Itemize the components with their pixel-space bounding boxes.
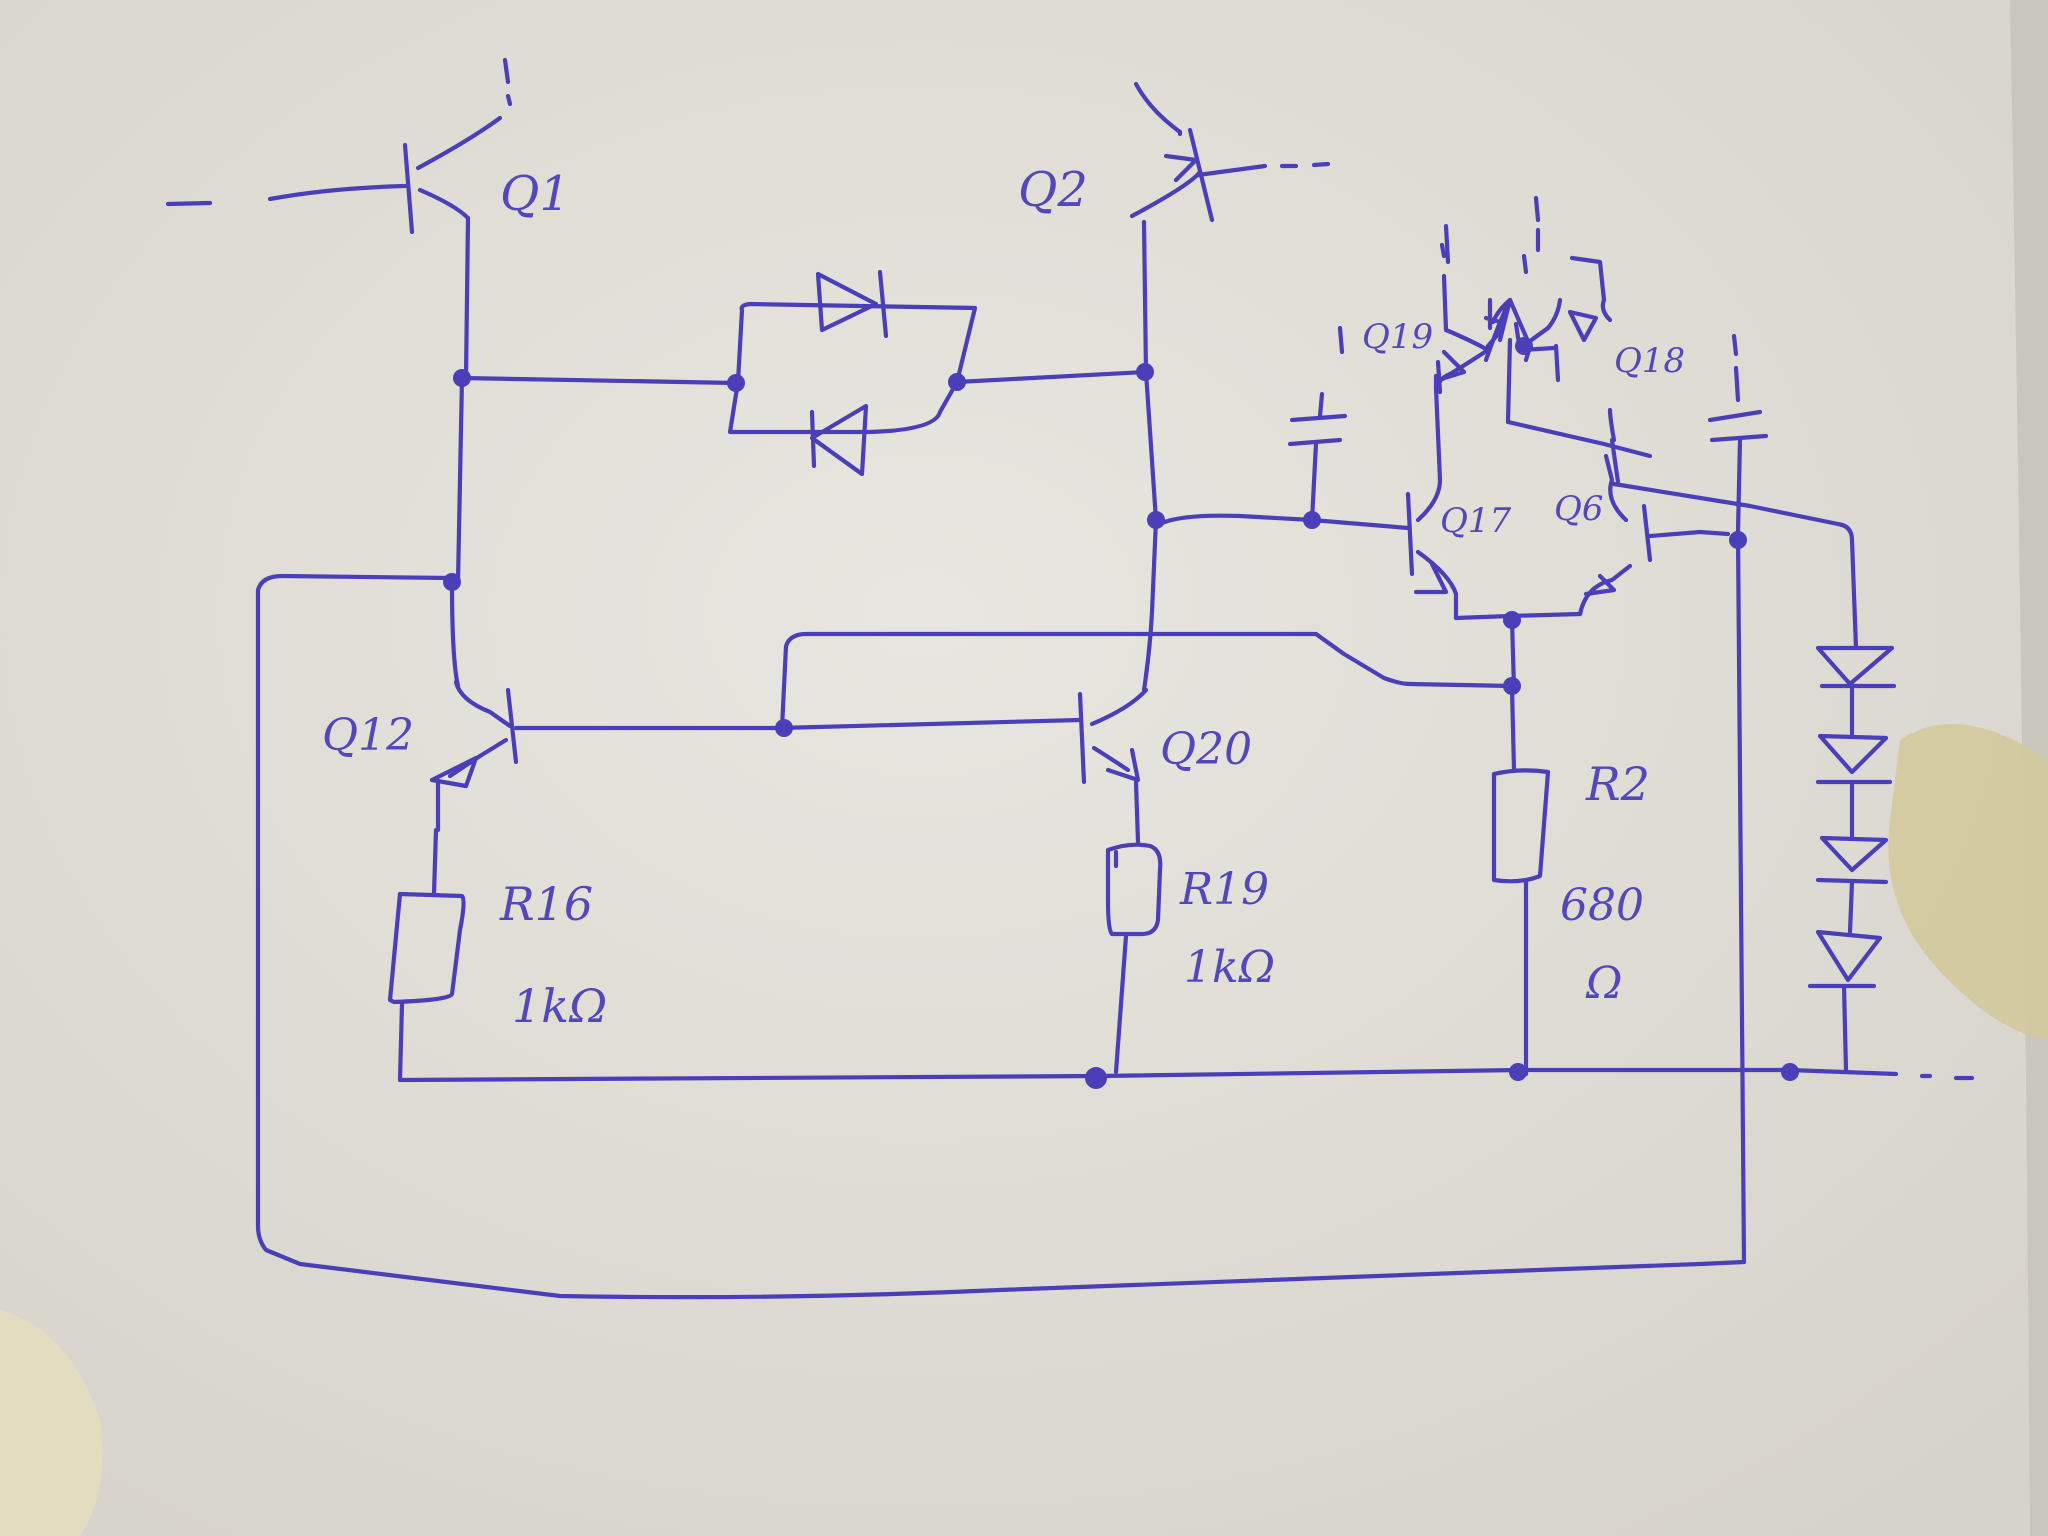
- label-r19-value: 1kΩ: [1184, 942, 1275, 993]
- schematic-ink: [165, 57, 1975, 1300]
- label-q18: Q18: [1614, 341, 1685, 381]
- component-labels: Q1 Q2 Q19 Q18 Q17 Q6 Q12 Q20 R16 1kΩ R19…: [322, 162, 1685, 1033]
- label-q17: Q17: [1440, 501, 1512, 541]
- junction-dots: [443, 337, 1799, 1089]
- label-r2-name: R2: [1585, 757, 1650, 811]
- label-r16-name: R16: [499, 877, 593, 931]
- label-q12: Q12: [322, 710, 414, 761]
- label-q19: Q19: [1362, 317, 1433, 357]
- label-r19-name: R19: [1179, 864, 1269, 915]
- tape-right: [1888, 724, 2048, 1040]
- label-q6: Q6: [1554, 489, 1604, 529]
- label-r2-unit: Ω: [1585, 958, 1622, 1009]
- label-r2-value: 680: [1560, 880, 1644, 931]
- label-q1: Q1: [500, 166, 570, 222]
- label-q20: Q20: [1160, 724, 1252, 775]
- tape-left-bottom: [0, 1310, 103, 1536]
- label-r16-value: 1kΩ: [512, 979, 607, 1033]
- label-q2: Q2: [1018, 162, 1088, 218]
